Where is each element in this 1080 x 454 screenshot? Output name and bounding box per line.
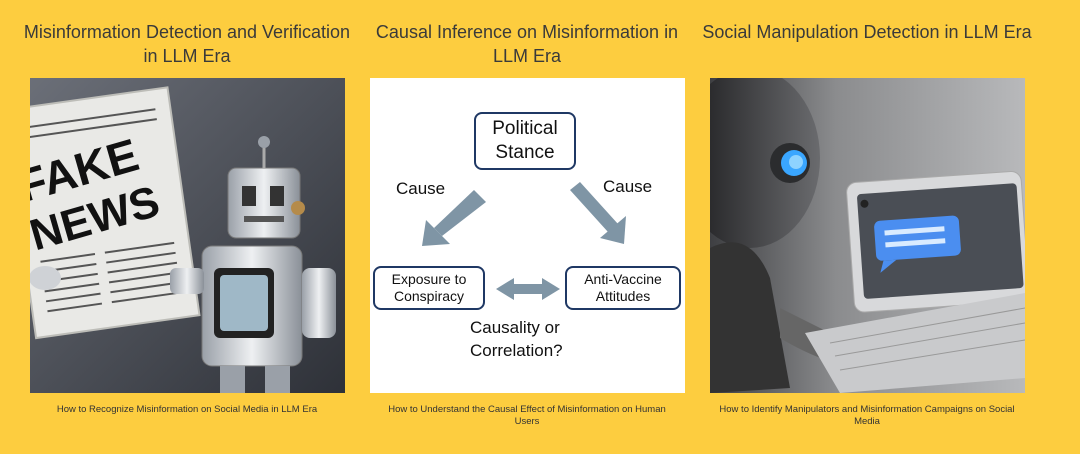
anti-vaccine-node: Anti-Vaccine Attitudes [565,266,681,310]
robot-at-laptop-image[interactable] [710,78,1025,393]
card-caption: How to Understand the Causal Effect of M… [388,404,666,427]
political-stance-node: Political Stance [474,112,576,170]
card-title: Misinformation Detection and Verificatio… [23,22,351,66]
robot-reading-newspaper-image[interactable]: FAKE NEWS [30,78,345,393]
card-caption: How to Identify Manipulators and Misinfo… [719,404,1015,427]
bidirectional-arrow [496,278,560,300]
card-title: Causal Inference on Misinformation in LL… [375,22,679,66]
causal-diagram[interactable]: Political Stance Exposure to Conspiracy … [370,78,685,393]
right-cause-label: Cause [603,177,653,196]
causality-question: Causality or Correlation? [470,318,563,360]
left-cause-label: Cause [396,179,446,198]
card-caption: How to Recognize Misinformation on Socia… [56,404,318,415]
exposure-node: Exposure to Conspiracy [373,266,485,310]
card-title: Social Manipulation Detection in LLM Era [702,22,1032,42]
